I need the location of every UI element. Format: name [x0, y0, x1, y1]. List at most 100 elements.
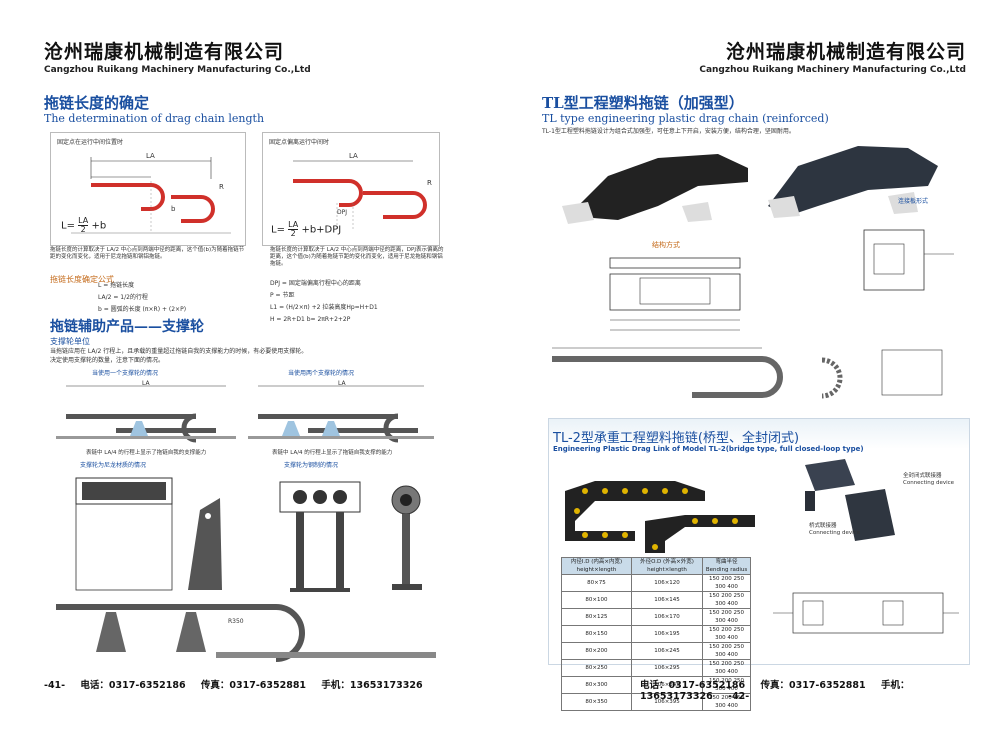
length-diagram-offset: 固定点偏离运行中间时 LA R DPJ L= LA 2 +b+DPJ: [262, 132, 440, 246]
cell: 106×395: [630, 693, 704, 711]
length-diagram-center: 固定点在运行中间位置时 LA R b L= LA 2 +b: [50, 132, 246, 246]
formula-line: L1 = (H/2×π) +2 拉装高度Hp=H+D1: [270, 304, 378, 311]
col-bending-radius: 弯曲半径 Bending radius: [702, 557, 751, 575]
footer-tel: 电话：0317-6352186: [80, 680, 186, 691]
support-subtitle: 支撑轮单位: [50, 337, 90, 346]
tl2-panel: TL-2型承重工程塑料拖链(桥型、全封闭式) Engineering Plast…: [548, 418, 970, 711]
formula-1: L= LA 2 +b: [61, 217, 106, 234]
tl-title-cn: TL型工程塑料拖链（加强型）: [542, 94, 744, 112]
dim-LA: LA: [146, 152, 155, 160]
right-page: 沧州瑞康机械制造有限公司 Cangzhou Ruikang Machinery …: [492, 0, 984, 738]
nylon-wheel-svg: [75, 477, 222, 591]
one-wheel-drawing: [56, 385, 236, 443]
nylon-wheel-drawing: 支撑轮为尼龙材质的情况: [60, 460, 260, 600]
company-header-right: 沧州瑞康机械制造有限公司 Cangzhou Ruikang Machinery …: [699, 42, 966, 76]
conn1-cn: 全封闭式联接器: [903, 473, 942, 479]
formula2-prefix: L=: [271, 224, 285, 236]
formula-heading: 拖链长度确定公式: [50, 275, 114, 284]
conn1-en: Connecting device: [903, 480, 955, 486]
tl2-header: [549, 419, 969, 449]
cell: 80×125: [561, 608, 632, 626]
tl-section-title: TL型工程塑料拖链（加强型） TL type engineering plast…: [542, 94, 829, 126]
cell: 80×150: [561, 625, 632, 643]
length-section-title: 拖链长度的确定 The determination of drag chain …: [44, 94, 264, 126]
length-title-en: The determination of drag chain length: [44, 112, 265, 125]
two-wheel-drawing: [248, 385, 434, 443]
formula-list-2: DPJ = 固定端偏离行程中心的距离 P = 节距 L1 = (H/2×π) +…: [270, 280, 460, 324]
formula-line: LA/2 = 1/2的行程: [98, 294, 148, 301]
dim-R: R: [219, 183, 224, 191]
cell: 80×350: [561, 693, 632, 711]
formula-line: b = 圆弧的长度 (π×R) + (2×P): [98, 306, 187, 313]
footer-fax: 传真：0317-6352881: [760, 680, 866, 691]
formula-2: L= LA 2 +b+DPJ: [271, 221, 341, 238]
formula1-num: LA: [78, 216, 89, 226]
page-number-right: -42-: [728, 691, 750, 702]
company-name-en: Cangzhou Ruikang Machinery Manufacturing…: [44, 65, 311, 75]
cell: 106×295: [630, 659, 704, 677]
diagram1-caption: 固定点在运行中间位置时: [57, 139, 124, 146]
cell: 150 200 250 300 400: [702, 625, 751, 643]
cell: 150 200 250 300 400: [702, 591, 751, 609]
formula1-suffix: +b: [91, 220, 107, 232]
col-inner-diameter: 内径I.D (内高×内宽) height×length: [561, 557, 632, 575]
conn2-cn: 桥式联接器: [809, 523, 837, 529]
company-name-cn: 沧州瑞康机械制造有限公司: [725, 41, 966, 63]
footer-mobile: 手机：13653173326: [640, 680, 910, 702]
case2-caption: 当使用两个支撑轮的情况: [288, 370, 355, 377]
formula-line: P = 节距: [270, 292, 295, 299]
length-title-cn: 拖链长度的确定: [44, 94, 150, 112]
structure-section-drawing: [609, 257, 741, 331]
footer-fax: 传真：0317-6352881: [200, 680, 307, 691]
support-section-title: 拖链辅助产品——支撑轮: [50, 318, 204, 336]
diagram2-caption: 固定点偏离运行中间时: [269, 139, 330, 146]
formula-line: L = 拖链长度: [98, 282, 135, 289]
connector-2-label: 桥式联接器 Connecting device: [809, 523, 860, 537]
chain-run-drawing: [552, 347, 943, 399]
case1-note: 表链中 LA/4 的行程上显示了拖链自我的支撑能力: [86, 450, 207, 456]
footer-mobile: 手机：13653173326: [321, 680, 423, 691]
dim-b: b: [171, 205, 176, 213]
support-run-drawing: R350: [56, 598, 436, 664]
tl2-title-en: Engineering Plastic Drag Link of Model T…: [553, 445, 864, 453]
dim-DPJ: DPJ: [337, 209, 348, 216]
cell: 150 200 250 300 400: [702, 659, 751, 677]
tl-product-photos: [562, 146, 938, 224]
cell: 80×300: [561, 676, 632, 694]
chain-offset-drawing: [293, 160, 427, 229]
page-number-left: -41-: [44, 680, 66, 691]
company-name-en: Cangzhou Ruikang Machinery Manufacturing…: [699, 65, 966, 75]
tl2-title: TL-2型承重工程塑料拖链(桥型、全封闭式): [553, 431, 800, 446]
steel-wheel-svg: [279, 481, 422, 592]
conn2-en: Connecting device: [809, 530, 861, 536]
steel-wheel-caption: 支撑轮为钢制的情况: [284, 462, 339, 469]
cell: 80×75: [561, 574, 632, 592]
steel-wheel-drawing: 支撑轮为钢制的情况: [274, 460, 454, 600]
cell: 150 200 250 300 400: [702, 642, 751, 660]
case1-LA: LA: [142, 380, 150, 387]
formula-list-1: L = 拖链长度 LA/2 = 1/2的行程 b = 圆弧的长度 (π×R) +…: [98, 282, 258, 314]
support-desc-2: 决定使用支撑轮的数量，注意下面的情况。: [50, 357, 165, 364]
case1-caption: 当使用一个支撑轮的情况: [92, 370, 159, 377]
cell: 80×200: [561, 642, 632, 660]
dim-R-2: R: [427, 179, 432, 187]
case2-note: 表链中 LA/4 的行程上显示了拖链自我支撑的能力: [272, 450, 393, 456]
footer-tel: 电话：0317-6352186: [640, 680, 746, 691]
support-title: 拖链辅助产品——支撑轮: [50, 319, 204, 335]
case2-LA: LA: [338, 380, 346, 387]
dim-R350: R350: [228, 618, 244, 625]
formula2-suffix: +b+DPJ: [301, 224, 342, 236]
structure-title: 结构方式: [652, 241, 680, 249]
left-page: 沧州瑞康机械制造有限公司 Cangzhou Ruikang Machinery …: [44, 42, 460, 691]
formula-line: H = 2R+D1 b= 2πR+2+2P: [270, 316, 351, 323]
footer-right: 电话：0317-6352186 传真：0317-6352881 手机：13653…: [640, 677, 984, 702]
tl2-dimension-drawing: [773, 592, 959, 634]
